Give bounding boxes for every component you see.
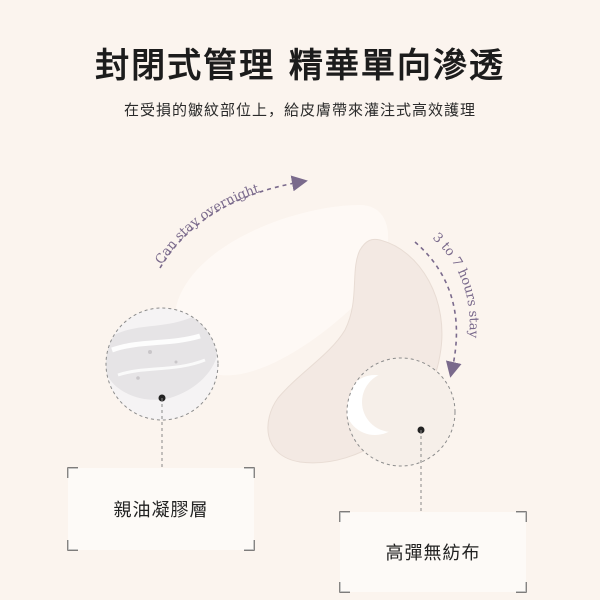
page-title: 封閉式管理 精華單向滲透 — [95, 46, 505, 86]
gel-zoom-circle — [105, 307, 219, 421]
page-subtitle: 在受損的皺紋部位上，給皮膚帶來灌注式高效護理 — [123, 101, 476, 119]
gel-layer-label: 親油凝膠層 — [68, 468, 254, 550]
fabric-zoom-circle — [346, 357, 456, 467]
patch-ghost-shape — [174, 205, 389, 376]
arc-right-dash — [414, 241, 462, 378]
arc-left-dash — [159, 175, 308, 269]
fabric-label: 高彈無紡布 — [340, 512, 526, 592]
